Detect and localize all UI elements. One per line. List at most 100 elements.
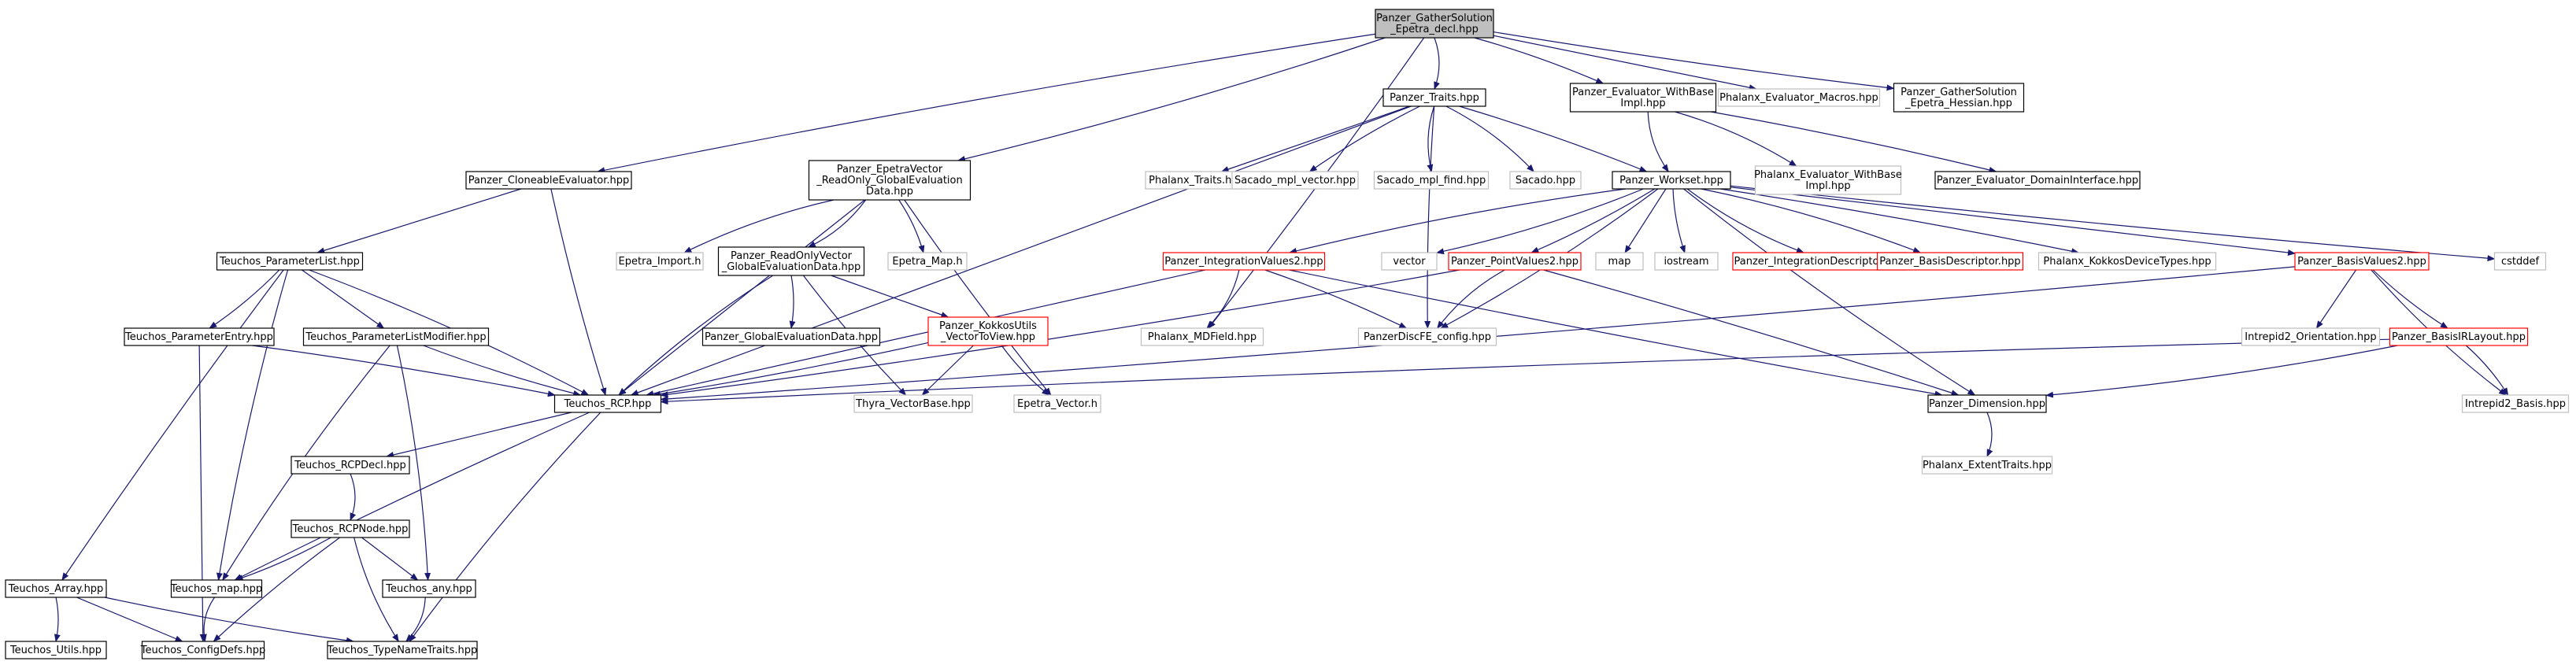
nodes-layer: Panzer_GatherSolution_Epetra_decl.hppPan… [5,9,2570,659]
node-map[interactable]: map [1595,252,1644,271]
edge-tmap-to-configdefs [200,597,216,642]
node-intvals[interactable]: Panzer_IntegrationValues2.hpp [1162,252,1326,271]
node-label: map [1608,256,1631,268]
edge-root-to-phxmacros [1493,35,1757,91]
node-hessian[interactable]: Panzer_GatherSolution_Epetra_Hessian.hpp [1893,83,2025,113]
edge-rovec-to-globaleval [789,275,796,329]
edge-rovec-to-rcp [618,275,774,396]
node-label: Panzer_BasisIRLayout.hpp [2392,331,2526,343]
node-iostream[interactable]: iostream [1654,252,1719,271]
node-rcpnode[interactable]: Teuchos_RCPNode.hpp [291,519,410,538]
node-box [2493,252,2547,271]
edge-tarray-to-configdefs [76,597,183,642]
node-tarray[interactable]: Teuchos_Array.hpp [5,579,107,598]
node-workset[interactable]: Panzer_Workset.hpp [1612,171,1731,190]
node-label: Teuchos_map.hpp [170,583,262,595]
node-box [170,579,263,598]
edge-rcpnode-to-typenametraits [353,537,399,642]
node-box [1934,171,2141,190]
node-label: Epetra_Import.h [619,256,701,268]
node-box [1162,252,1326,271]
edge-epetravec-to-epmap [898,199,925,253]
node-label: Panzer_CloneableEvaluator.hpp [468,175,630,187]
node-cloneable[interactable]: Panzer_CloneableEvaluator.hpp [465,171,632,190]
node-rcpdecl[interactable]: Teuchos_RCPDecl.hpp [291,456,410,475]
node-box [291,456,410,475]
node-label: Panzer_IntegrationValues2.hpp [1164,256,1323,268]
node-sacado[interactable]: Sacado.hpp [1509,171,1582,190]
node-rcp[interactable]: Teuchos_RCP.hpp [553,394,662,413]
node-box [1448,252,1582,271]
node-cstddef[interactable]: cstddef [2493,252,2547,271]
node-tany[interactable]: Teuchos_any.hpp [382,579,476,598]
node-exttraits[interactable]: Phalanx_ExtentTraits.hpp [1921,456,2053,475]
node-box [141,641,265,659]
edge-plistmod-to-rcp [423,345,582,397]
node-vector[interactable]: vector [1381,252,1438,271]
node-epimport[interactable]: Epetra_Import.h [616,252,704,271]
node-plistmod[interactable]: Teuchos_ParameterListModifier.hpp [302,327,490,346]
node-box [1876,252,2024,271]
node-discfe[interactable]: PanzerDiscFE_config.hpp [1357,327,1497,346]
node-basisdesc[interactable]: Panzer_BasisDescriptor.hpp [1876,252,2024,271]
node-label: Panzer_EpetraVector [837,164,943,175]
edge-traits-to-sacado [1445,105,1534,172]
node-root[interactable]: Panzer_GatherSolution_Epetra_decl.hpp [1375,9,1494,39]
node-box [2037,252,2217,271]
node-typenametraits[interactable]: Teuchos_TypeNameTraits.hpp [327,641,478,659]
edge-plist-to-pentry [209,269,280,329]
node-intrepidorient[interactable]: Intrepid2_Orientation.hpp [2241,327,2381,346]
node-ptvals[interactable]: Panzer_PointValues2.hpp [1448,252,1582,271]
node-label: Panzer_BasisDescriptor.hpp [1879,256,2020,268]
node-mplfind[interactable]: Sacado_mpl_find.hpp [1373,171,1490,190]
node-label: Teuchos_ConfigDefs.hpp [140,645,266,656]
node-tmap[interactable]: Teuchos_map.hpp [170,579,263,598]
node-label: Teuchos_Utils.hpp [9,645,102,656]
edge-rcpnode-to-tmap [235,537,331,581]
node-label: Impl.hpp [1620,98,1665,109]
node-domainif[interactable]: Panzer_Evaluator_DomainInterface.hpp [1934,171,2141,190]
node-label: Panzer_BasisValues2.hpp [2297,256,2426,268]
node-box [887,252,968,271]
node-configdefs[interactable]: Teuchos_ConfigDefs.hpp [140,641,266,659]
node-kokkosdev[interactable]: Phalanx_KokkosDeviceTypes.hpp [2037,252,2217,271]
node-basisvals[interactable]: Panzer_BasisValues2.hpp [2294,252,2430,271]
node-dimension[interactable]: Panzer_Dimension.hpp [1927,394,2047,413]
node-pentry[interactable]: Teuchos_ParameterEntry.hpp [124,327,275,346]
edge-basisir-to-dimension [2045,345,2398,398]
node-label: vector [1393,256,1426,268]
node-box [1375,9,1494,39]
node-plist[interactable]: Teuchos_ParameterList.hpp [216,252,364,271]
node-epvector[interactable]: Epetra_Vector.h [1013,394,1101,413]
node-thyravb[interactable]: Thyra_VectorBase.hpp [853,394,973,413]
edge-epetravec-to-rovec [807,199,867,248]
node-box [1654,252,1719,271]
node-globaleval[interactable]: Panzer_GlobalEvaluationData.hpp [701,327,881,346]
node-label: Teuchos_TypeNameTraits.hpp [327,645,478,656]
node-label: _ReadOnly_GlobalEvaluation [816,175,963,187]
node-label: Thyra_VectorBase.hpp [855,398,971,410]
node-intrepidbasis[interactable]: Intrepid2_Basis.hpp [2461,394,2570,413]
node-tutils[interactable]: Teuchos_Utils.hpp [5,641,107,659]
node-phxmacros[interactable]: Phalanx_Evaluator_Macros.hpp [1717,88,1881,107]
node-label: Panzer_ReadOnlyVector [731,250,853,262]
node-epetravec[interactable]: Panzer_EpetraVector_ReadOnly_GlobalEvalu… [808,160,972,201]
edge-pentry-to-configdefs [198,345,206,642]
node-label: _Epetra_Hessian.hpp [1904,98,2012,109]
node-traits[interactable]: Panzer_Traits.hpp [1382,88,1486,107]
node-box [1595,252,1644,271]
node-rovec[interactable]: Panzer_ReadOnlyVector_GlobalEvaluationDa… [717,246,865,276]
node-intdesc[interactable]: Panzer_IntegrationDescriptor.hpp [1732,252,1907,271]
node-epmap[interactable]: Epetra_Map.h [887,252,968,271]
node-basisir[interactable]: Panzer_BasisIRLayout.hpp [2389,327,2529,346]
node-box [1140,327,1264,346]
node-label: Teuchos_RCP.hpp [564,398,652,410]
node-kokkosutils[interactable]: Panzer_KokkosUtils_VectorToView.hpp [927,316,1049,346]
node-label: Panzer_KokkosUtils [939,320,1037,332]
node-label: Phalanx_MDField.hpp [1148,331,1257,343]
node-mdfield[interactable]: Phalanx_MDField.hpp [1140,327,1264,346]
node-mplvector[interactable]: Sacado_mpl_vector.hpp [1231,171,1359,190]
